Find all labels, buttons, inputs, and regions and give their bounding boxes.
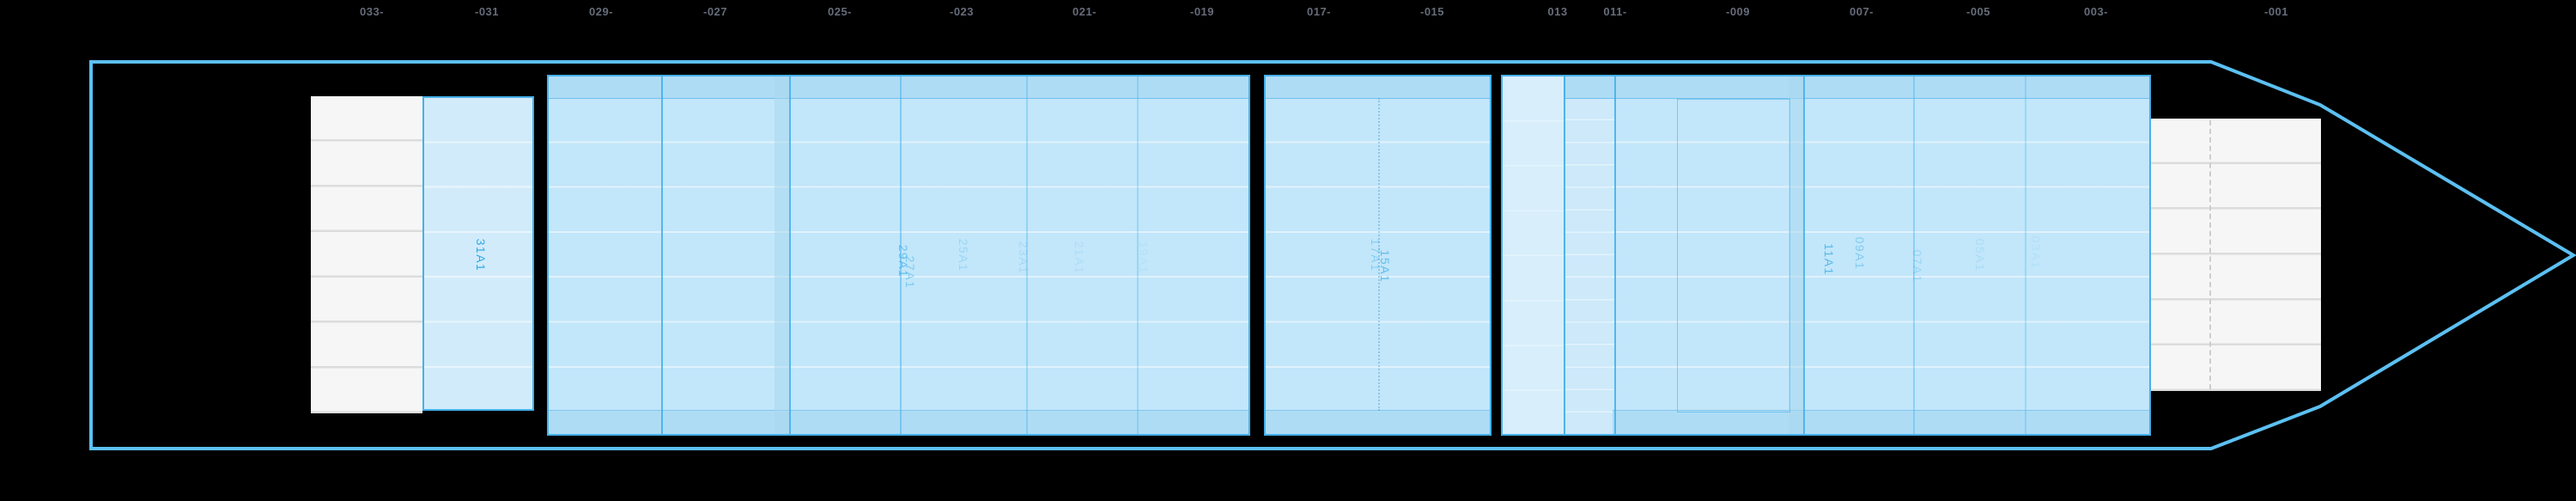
hold-label: 05A1 <box>1973 238 1987 272</box>
hold-section-line <box>661 76 663 434</box>
hold-section-line <box>1564 76 1565 434</box>
bay-number: -001 <box>2263 5 2289 18</box>
hold-section-line <box>900 76 902 434</box>
bay-number: -009 <box>1725 5 1751 18</box>
hold-label: 07A1 <box>1911 249 1924 284</box>
hold-label: 31A1 <box>474 238 488 272</box>
hold-inner-compartment <box>1677 99 1790 412</box>
hold-top-band <box>1266 76 1490 99</box>
hold-label: 11A1 <box>1822 243 1836 276</box>
hold-section-line <box>1137 76 1139 434</box>
bay-number: 029- <box>588 5 614 18</box>
bay-number: 007- <box>1849 5 1874 18</box>
hold-label: 19A1 <box>1137 241 1151 275</box>
bay-number: 011- <box>1603 5 1627 18</box>
hold-bays-13-01[interactable]: 11A1 09A1 07A1 05A1 03A1 <box>1501 75 2151 436</box>
hold-row-grid <box>1613 98 2149 411</box>
hold-shaded-band <box>1789 76 1803 434</box>
bay-number: 003- <box>2083 5 2109 18</box>
hold-label: 23A1 <box>1017 241 1030 275</box>
hold-top-band <box>549 76 1249 99</box>
bow-deck-table <box>2151 119 2321 391</box>
hold-bay-31[interactable]: 31A1 <box>422 96 534 411</box>
hold-tier-column <box>1565 98 1614 434</box>
bay-number: -031 <box>474 5 500 18</box>
hull-outline-path <box>89 60 2576 450</box>
stern-deck-table <box>311 96 422 413</box>
hold-section-line <box>2025 76 2026 434</box>
bay-number: -015 <box>1419 5 1445 18</box>
bay-number: 033- <box>359 5 385 18</box>
bay-number: 013 <box>1547 5 1568 18</box>
hold-bottom-band <box>1613 410 2149 434</box>
hold-row-grid <box>1266 98 1490 411</box>
bay-number: 025- <box>827 5 853 18</box>
bay-number: -027 <box>702 5 728 18</box>
hold-row-grid <box>424 98 532 409</box>
hold-bottom-band <box>1266 410 1490 434</box>
hold-shaded-band <box>775 76 789 434</box>
bay-number: -023 <box>949 5 975 18</box>
hold-section-line <box>1026 76 1028 434</box>
hold-section-line <box>1614 76 1616 434</box>
bay-number: 021- <box>1072 5 1097 18</box>
hold-label: 15A1 <box>1378 249 1392 284</box>
hold-label: 03A1 <box>2029 235 2043 270</box>
hold-tier-column <box>1503 76 1565 434</box>
hold-row-grid <box>549 98 1249 411</box>
hold-label: 25A1 <box>957 238 970 272</box>
bay-number: -019 <box>1189 5 1215 18</box>
hold-section-line <box>1803 76 1805 434</box>
hold-label: 27A1 <box>903 255 917 290</box>
bay-number: -005 <box>1965 5 1991 18</box>
table-divider-dashed-line <box>2209 120 2211 389</box>
bay-number: 017- <box>1306 5 1332 18</box>
hold-bottom-band <box>549 410 1249 434</box>
hold-section-line <box>1913 76 1915 434</box>
hold-label: 21A1 <box>1072 241 1086 275</box>
hold-center-dashed-line <box>1378 98 1380 411</box>
hold-label: 09A1 <box>1853 236 1867 271</box>
hold-section-line <box>789 76 791 434</box>
hold-top-band <box>1564 76 2149 99</box>
